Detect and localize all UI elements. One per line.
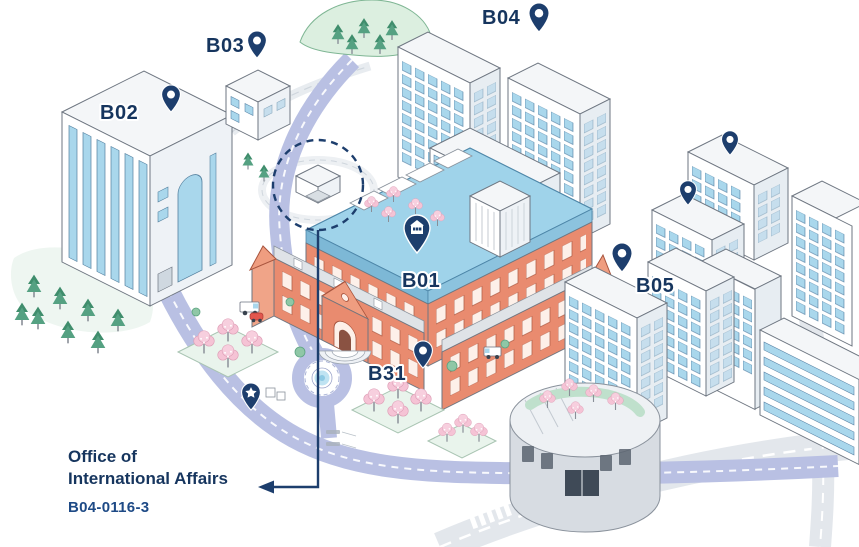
callout-arrow-line: [272, 230, 320, 489]
planters: [176, 297, 510, 459]
pine-tree: [90, 330, 106, 354]
vehicles: [239, 301, 502, 401]
b01-entrance: [318, 280, 372, 365]
building-label-b01[interactable]: B01: [400, 268, 442, 294]
building-b02: [60, 70, 234, 307]
callout-arrowhead: [258, 480, 274, 494]
building-label-b05[interactable]: B05: [634, 273, 676, 299]
building-label-b03[interactable]: B03: [204, 33, 246, 59]
building-b03: [224, 69, 292, 182]
callout-office-line1: Office of: [68, 447, 137, 466]
highlighted-building: [294, 164, 342, 204]
delivery-truck: [483, 346, 502, 359]
pine-tree: [242, 152, 254, 170]
pin-b03-icon[interactable]: [247, 30, 267, 59]
callout-office-line2: International Affairs: [68, 469, 228, 488]
round-building: [509, 378, 661, 533]
building-label-b04[interactable]: B04: [480, 5, 522, 31]
building-labels: B02 B03 B04 B01 B05 B31: [98, 5, 676, 387]
crate: [265, 387, 276, 398]
callout: Office of International Affairs B04-0116…: [68, 138, 365, 516]
callout-room-code: B04-0116-3: [68, 499, 149, 516]
building-label-b31[interactable]: B31: [366, 361, 408, 387]
pin-b05-icon[interactable]: [611, 242, 633, 273]
gate-signs: [326, 430, 357, 449]
pin-b04-icon[interactable]: [528, 2, 550, 33]
highlight-dashed-circle: [271, 138, 365, 232]
building-label-b02[interactable]: B02: [98, 100, 140, 126]
red-car: [249, 312, 264, 323]
crosswalk: [468, 499, 512, 530]
crate: [276, 391, 286, 401]
